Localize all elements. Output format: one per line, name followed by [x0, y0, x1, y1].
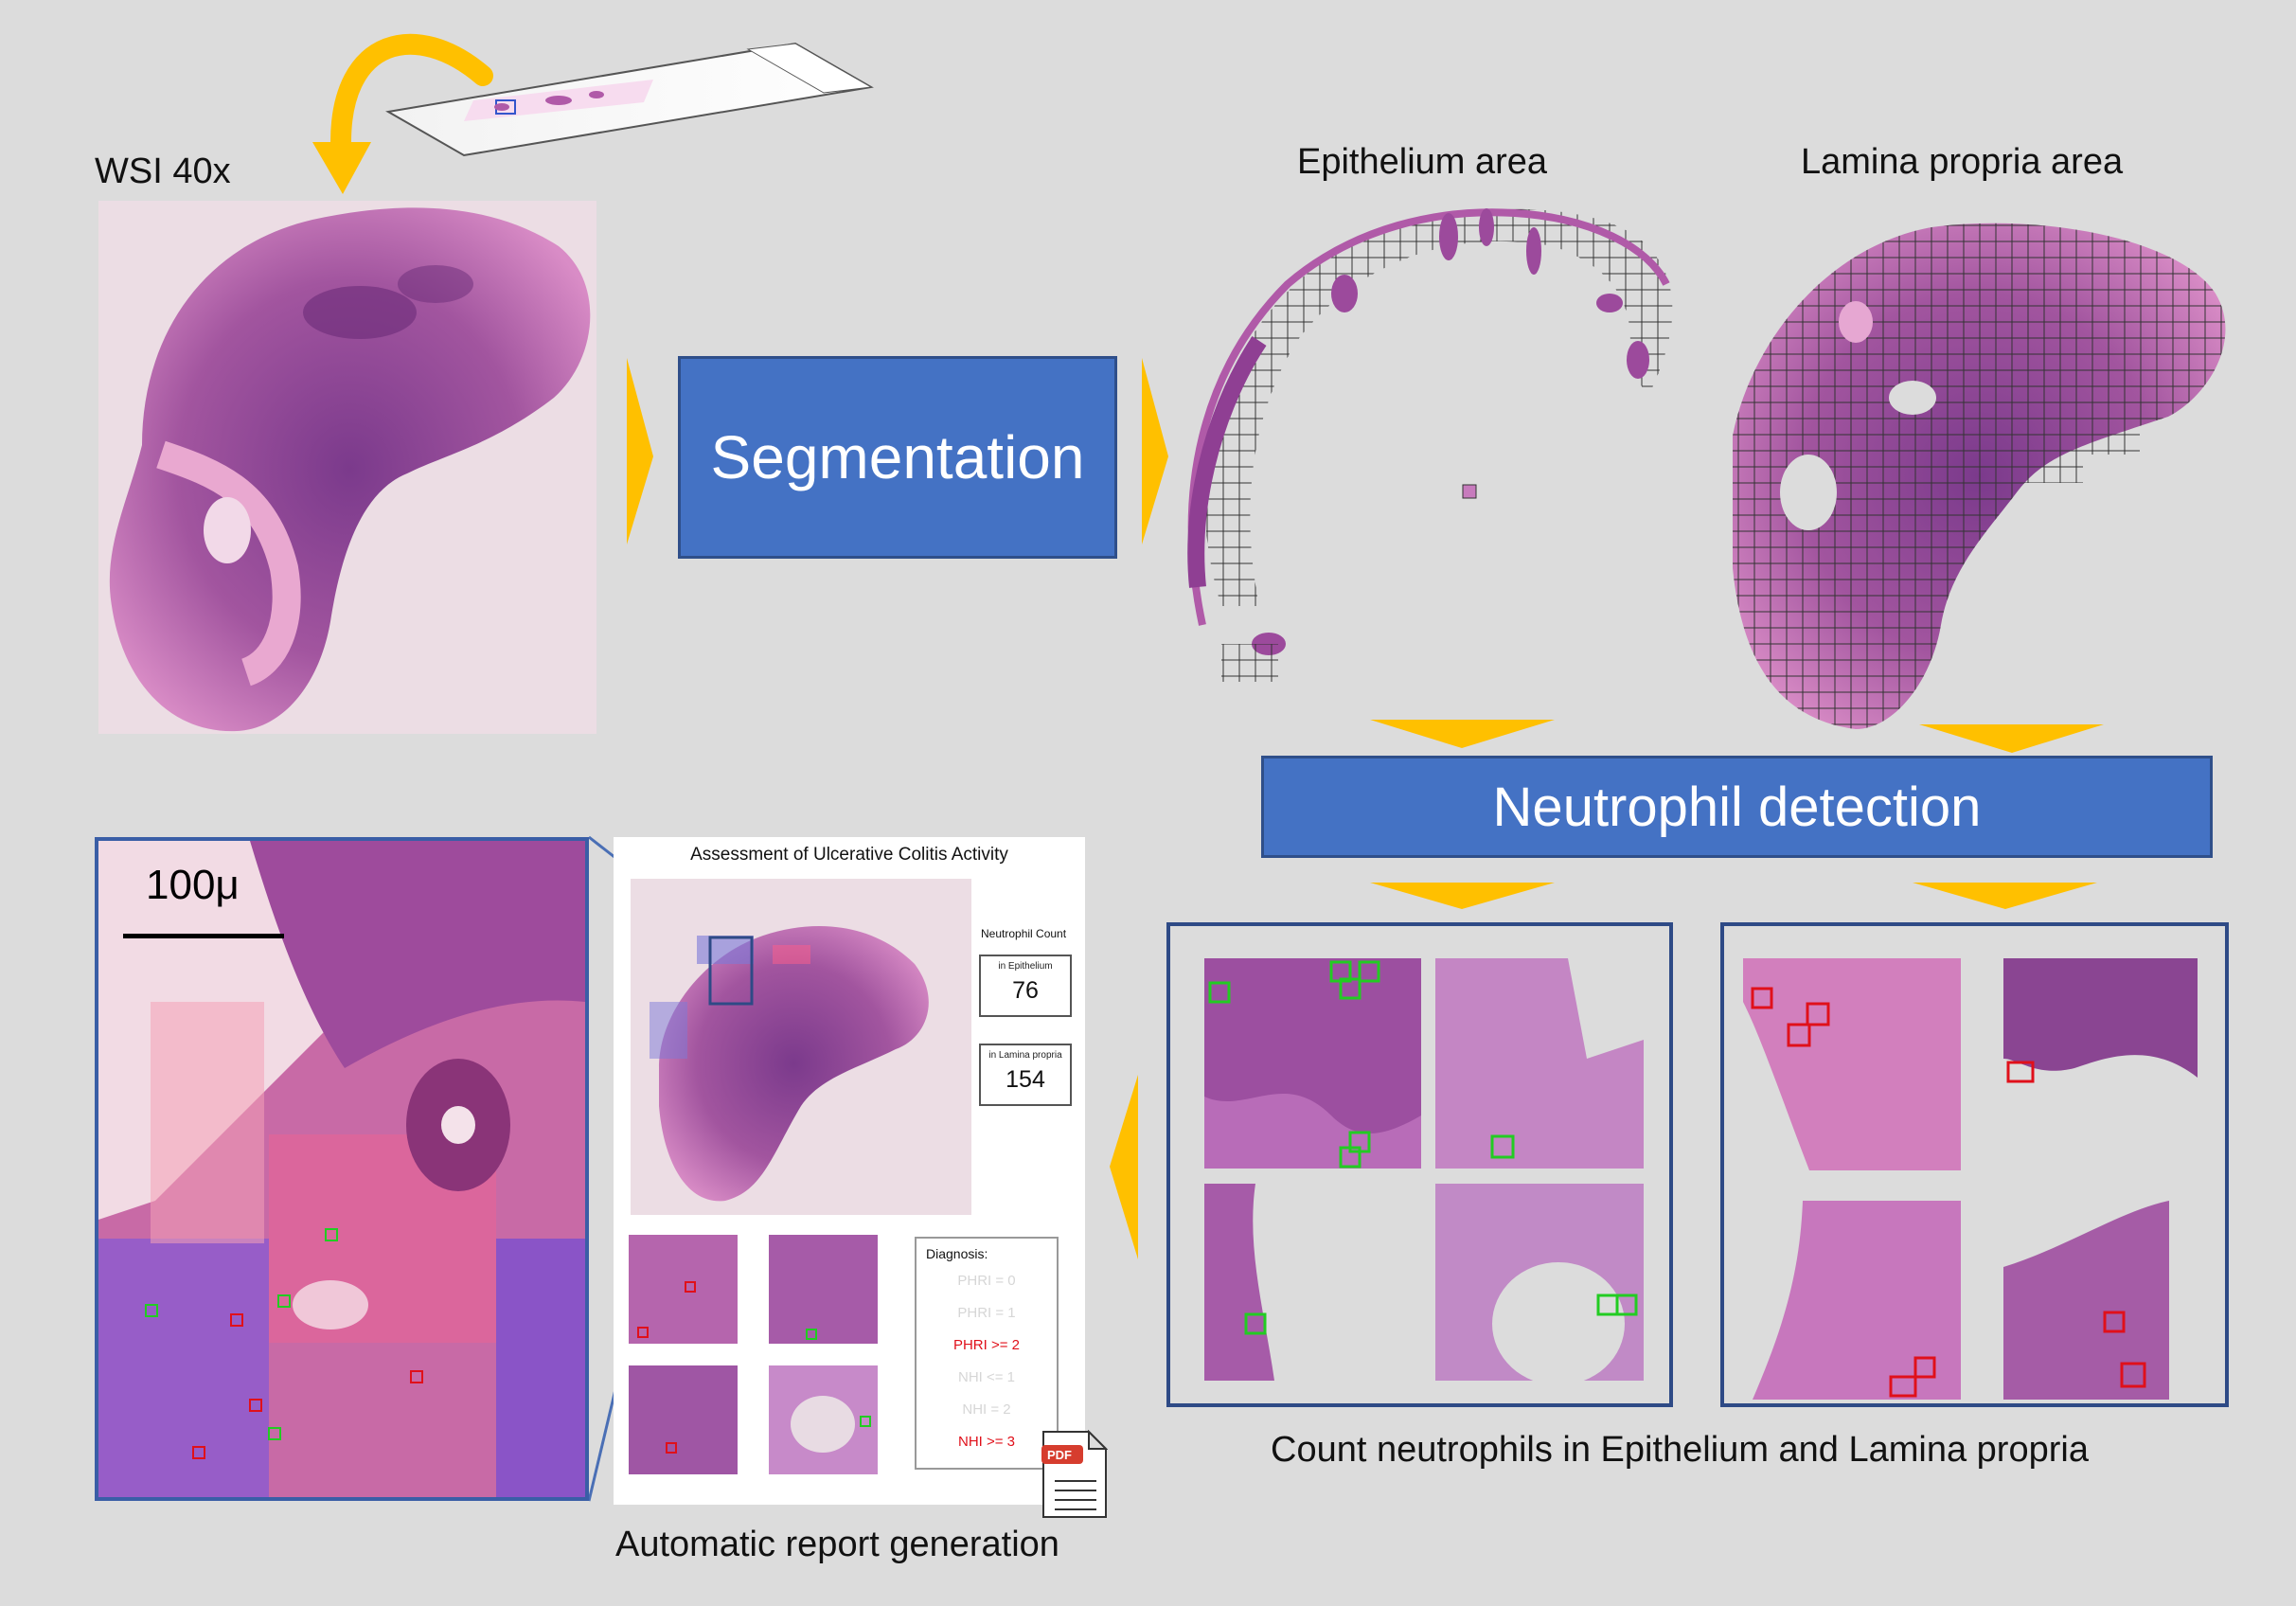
epithelium-count-box: in Epithelium 76	[979, 955, 1072, 1017]
zoomed-tissue-image	[98, 841, 585, 1497]
down-arrow-icon	[1370, 883, 1555, 909]
lamina-propria-count-box: in Lamina propria 154	[979, 1044, 1072, 1106]
pdf-icon: PDF	[1041, 1429, 1109, 1519]
left-arrow-icon	[1110, 1075, 1138, 1259]
report-caption: Automatic report generation	[615, 1525, 1059, 1564]
diagnosis-item: NHI <= 1	[957, 1369, 1016, 1385]
diagnosis-item: PHRI = 0	[957, 1273, 1016, 1289]
diagnosis-box: Diagnosis: PHRI = 0 PHRI = 1 PHRI >= 2 NHI …	[915, 1237, 1059, 1470]
count-caption: Count neutrophils in Epithelium and Lami…	[1271, 1430, 2089, 1470]
diagnosis-item: PHRI >= 2	[952, 1337, 1021, 1353]
wsi-label: WSI 40x	[95, 152, 231, 191]
neutrophil-detection-label: Neutrophil detection	[1492, 776, 1982, 838]
epithelium-count-value: 76	[1012, 977, 1039, 1004]
down-arrow-icon	[1913, 883, 2097, 909]
right-arrow-icon	[1142, 358, 1168, 544]
lamina-propria-area-label: Lamina propria area	[1801, 142, 2124, 182]
diagnosis-item: NHI = 2	[962, 1401, 1011, 1418]
neutrophil-detection-box: Neutrophil detection	[1261, 756, 2213, 858]
down-arrow-icon	[1919, 724, 2104, 753]
report-title: Assessment of Ulcerative Colitis Activit…	[690, 845, 1008, 865]
epithelium-tiles	[1204, 958, 1644, 1385]
segmentation-label: Segmentation	[710, 423, 1085, 491]
diagnosis-item: PHRI = 1	[957, 1305, 1016, 1321]
epithelium-detection-panel	[1166, 922, 1673, 1407]
lamina-propria-area-image	[1733, 223, 2226, 730]
neutrophil-count-label: Neutrophil Count	[981, 927, 1067, 940]
wsi-image	[98, 201, 596, 734]
lamina-propria-count-value: 154	[1006, 1066, 1045, 1093]
report-wsi-thumbnail	[631, 879, 971, 1215]
curved-arrow-icon	[312, 33, 493, 194]
epithelium-area-label: Epithelium area	[1297, 142, 1548, 182]
epithelium-area-image	[1187, 208, 1673, 682]
epithelium-count-label: in Epithelium	[998, 961, 1053, 972]
segmentation-box: Segmentation	[678, 356, 1117, 559]
scale-bar-label: 100μ	[146, 862, 240, 908]
pdf-label: PDF	[1047, 1448, 1072, 1462]
diagnosis-item: NHI >= 3	[957, 1434, 1016, 1450]
lamina-propria-tiles	[1743, 958, 2198, 1400]
right-arrow-icon	[627, 358, 653, 544]
report-tile-thumbnails	[629, 1235, 878, 1474]
diagnosis-label: Diagnosis:	[926, 1246, 988, 1261]
lamina-propria-count-label: in Lamina propria	[988, 1050, 1062, 1061]
zoomed-tissue-panel: 100μ	[95, 837, 589, 1501]
report-document: Assessment of Ulcerative Colitis Activit…	[614, 837, 1085, 1505]
glass-slide-icon	[385, 42, 874, 157]
down-arrow-icon	[1370, 720, 1555, 748]
lamina-propria-detection-panel	[1720, 922, 2229, 1407]
